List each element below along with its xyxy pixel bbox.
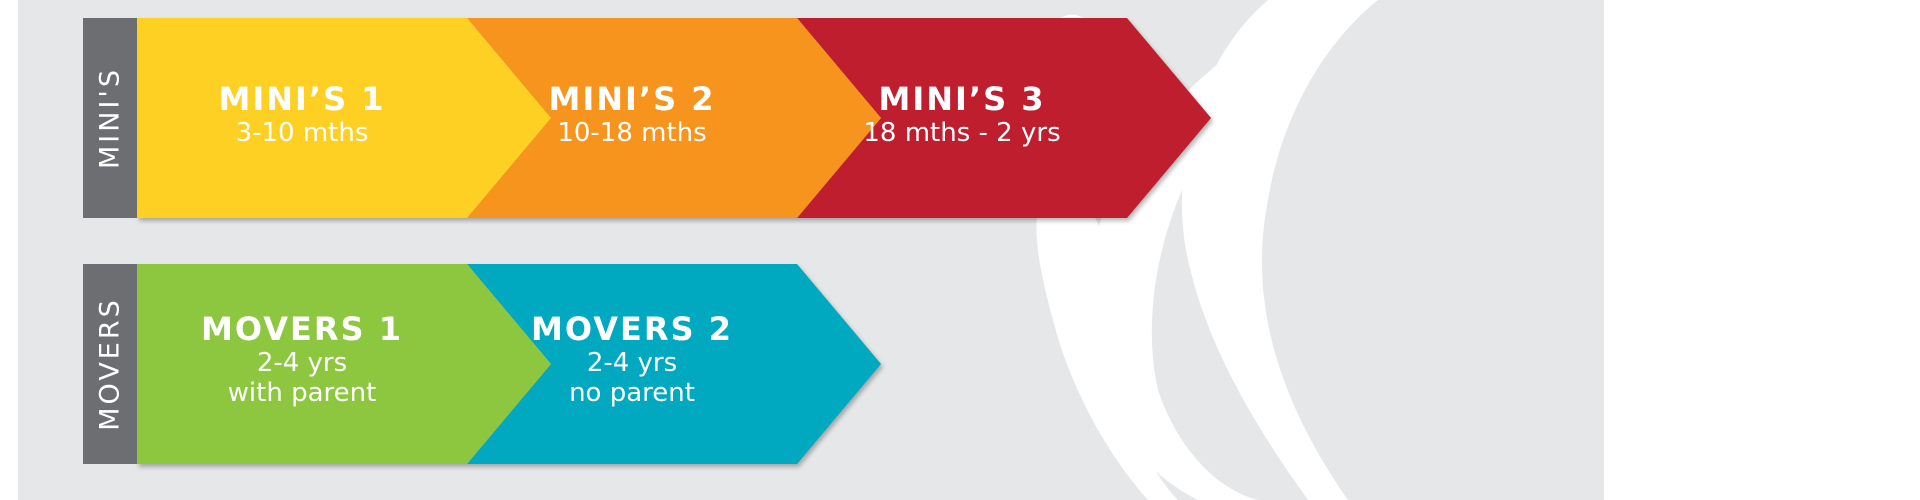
step-minis-1: MINI’S 1 3-10 mths (137, 18, 467, 218)
step-title: MOVERS 1 (201, 310, 403, 348)
step-title: MOVERS 2 (531, 310, 733, 348)
step-title: MINI’S 3 (878, 80, 1046, 118)
row-label: MOVERS (94, 297, 126, 431)
step-age: 3-10 mths (235, 118, 369, 148)
chevron-movers-1 (137, 264, 551, 464)
step-minis-3: MINI’S 3 18 mths - 2 yrs (797, 18, 1127, 218)
background-panel: MINI'S MINI’S 1 3-10 mths MINI’S 2 10-18… (18, 0, 1604, 500)
chevron-minis-1 (137, 18, 551, 218)
row-label: MINI'S (94, 67, 126, 169)
row-label-tab: MOVERS (83, 264, 137, 464)
step-age: 10-18 mths (557, 118, 707, 148)
row-minis: MINI'S MINI’S 1 3-10 mths MINI’S 2 10-18… (83, 18, 1243, 218)
step-parent-note: with parent (227, 378, 377, 408)
step-movers-2: MOVERS 2 2-4 yrs no parent (467, 264, 797, 464)
step-age: 18 mths - 2 yrs (863, 118, 1061, 148)
step-age: 2-4 yrs (256, 348, 348, 378)
row-label-tab: MINI'S (83, 18, 137, 218)
chevron-minis-2 (467, 18, 881, 218)
step-minis-2: MINI’S 2 10-18 mths (467, 18, 797, 218)
chevron-minis-3 (797, 18, 1211, 218)
row-movers-arrows (137, 264, 881, 464)
chevron-movers-2 (467, 264, 881, 464)
step-parent-note: no parent (569, 378, 695, 408)
step-age: 2-4 yrs (586, 348, 678, 378)
step-movers-1: MOVERS 1 2-4 yrs with parent (137, 264, 467, 464)
step-title: MINI’S 2 (548, 80, 716, 118)
row-movers: MOVERS MOVERS 1 2-4 yrs with parent MOVE… (83, 264, 913, 464)
step-title: MINI’S 1 (218, 80, 386, 118)
row-minis-arrows (137, 18, 1211, 218)
